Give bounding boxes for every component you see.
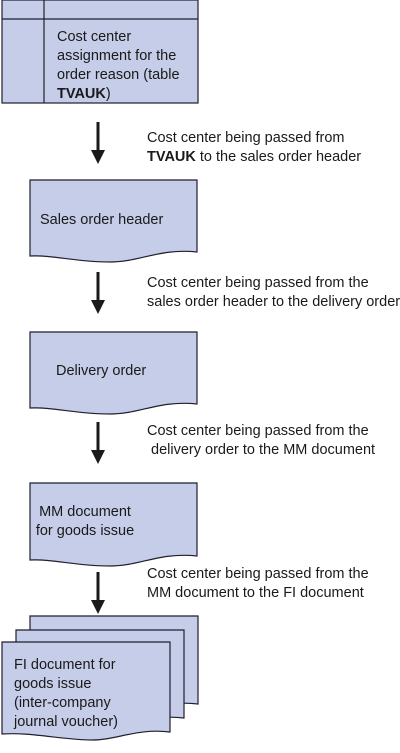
edge-label-3-line-1: Cost center being passed from the (147, 423, 369, 439)
edge-label-2: Cost center being passed from the sales … (147, 274, 400, 312)
edge-label-1: Cost center being passed from TVAUK to t… (147, 129, 361, 167)
edge-label-3-line-2: delivery order to the MM document (147, 442, 376, 458)
table-label-line-2: assignment for the (57, 48, 177, 64)
sales-order-header-document (29, 179, 198, 263)
table-label-close-paren: ) (105, 86, 111, 102)
edge-label-1-rest: to the sales order header (195, 149, 362, 165)
table-label-line-4: TVAUK) (57, 85, 180, 104)
edge-label-4-line-1: Cost center being passed from the (147, 566, 369, 582)
fi-document-label: FI document for goods issue (inter-compa… (14, 656, 118, 732)
delivery-order-label: Delivery order (56, 363, 147, 379)
mm-document-line-1: MM document (39, 504, 131, 520)
table-tvauk-label: Cost center assignment for the order rea… (57, 28, 180, 104)
edge-label-1-line-1: Cost center being passed from (147, 130, 345, 146)
fi-document-line-1: FI document for (14, 657, 116, 673)
mm-document-line-2: for goods issue (35, 523, 135, 539)
fi-document-line-4: journal voucher) (14, 714, 118, 730)
fi-document-line-3: (inter-company (14, 695, 111, 711)
mm-document-label: MM document for goods issue (30, 503, 140, 541)
edge-label-1-tvauk: TVAUK (147, 149, 196, 165)
flow-arrow-4 (91, 572, 105, 614)
mm-document-shape (29, 482, 198, 567)
table-label-line-1: Cost center (57, 29, 132, 45)
delivery-order-document (29, 331, 198, 415)
flow-arrow-3 (91, 422, 105, 464)
table-label-line-3: order reason (table (57, 67, 180, 83)
flow-arrow-1 (91, 122, 105, 164)
edge-label-2-line-2: sales order header to the delivery order (147, 294, 400, 310)
edge-label-4: Cost center being passed from the MM doc… (147, 565, 369, 603)
table-name-tvauk: TVAUK (57, 86, 106, 102)
edge-label-4-line-2: MM document to the FI document (147, 585, 364, 601)
table-tvauk-box (1, 0, 199, 104)
flow-arrow-2 (91, 272, 105, 314)
edge-label-1-line-2: TVAUK to the sales order header (147, 148, 361, 167)
fi-document-stack (1, 615, 199, 741)
sales-order-header-label: Sales order header (40, 212, 164, 228)
edge-label-3: Cost center being passed from the delive… (147, 422, 375, 460)
fi-document-line-2: goods issue (14, 676, 92, 692)
edge-label-2-line-1: Cost center being passed from the (147, 275, 369, 291)
